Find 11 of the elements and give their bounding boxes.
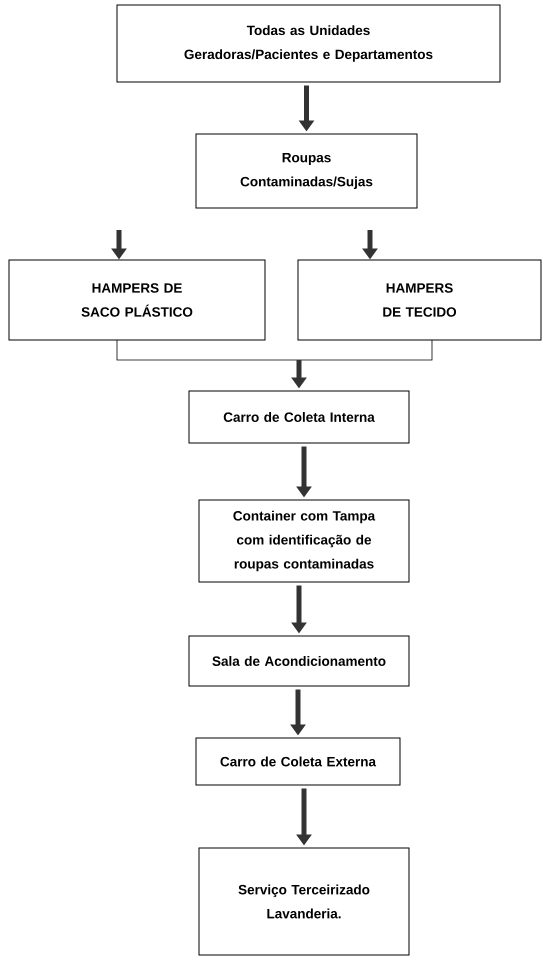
process-box: Serviço Terceirizado Lavanderia.: [198, 848, 410, 956]
process-box: HAMPERS DE TECIDO: [298, 260, 542, 340]
process-box: Sala de Acondicionamento: [188, 636, 410, 686]
process-box: Todas as Unidades Geradoras/Pacientes e Departamentos: [116, 4, 500, 82]
bracket-line: [116, 340, 300, 360]
bracket-line: [298, 340, 432, 360]
process-box: Container com Tampa com identificação de roupas contaminadas: [198, 500, 410, 582]
process-box: Roupas Contaminadas/Sujas: [196, 134, 418, 208]
process-box: Carro de Coleta Interna: [188, 390, 410, 444]
process-box: HAMPERS DE SACO PLÁSTICO: [8, 260, 266, 340]
process-box: Carro de Coleta Externa: [196, 738, 400, 786]
